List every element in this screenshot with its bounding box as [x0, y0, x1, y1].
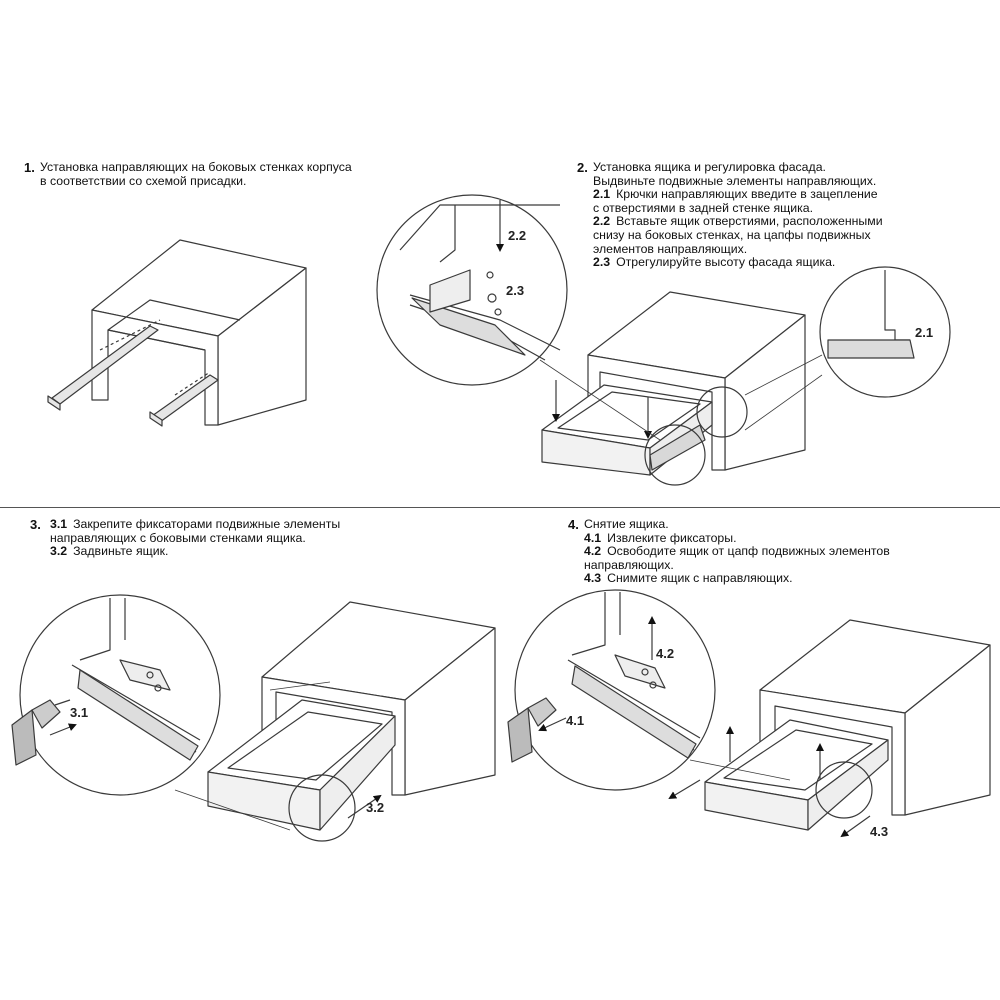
substep-2-3-code: 2.3 [593, 255, 611, 270]
callout-4-2: 4.2 [656, 646, 674, 661]
cabinet-2-illustration [587, 291, 806, 471]
step-2-line-1: Установка ящика и регулировка фасада. [593, 160, 826, 174]
substep-2-2-line-2: снизу на боковых стенках, на цапфы подви… [593, 227, 871, 242]
step-1-line-2: в соответствии со схемой присадки. [40, 173, 247, 188]
substep-4-3-code: 4.3 [584, 571, 602, 586]
leader-lines-2 [539, 354, 823, 441]
detail-circle-2-front [819, 266, 951, 398]
detail-circle-3-lock [11, 594, 221, 796]
detail-circle-2-hooks [376, 194, 568, 386]
substep-4-2-code: 4.2 [584, 544, 602, 559]
step-4-number: 4. [568, 517, 579, 532]
step-4-line-1: Снятие ящика. [584, 517, 669, 531]
step-3-number: 3. [30, 517, 41, 532]
substep-2-1-code: 2.1 [593, 187, 611, 202]
substep-3-1-line-2: направляющих с боковыми стенками ящика. [50, 530, 306, 545]
substep-4-1-code: 4.1 [584, 530, 602, 545]
cabinet-3-illustration [261, 601, 496, 796]
rail-right-1 [149, 371, 219, 427]
step-2-number: 2. [577, 160, 588, 175]
substep-3-2-code: 3.2 [50, 544, 68, 559]
callout-4-3: 4.3 [870, 824, 888, 839]
drawer-3 [174, 699, 396, 842]
rail-left-1 [47, 319, 161, 411]
substep-2-1-line-2: с отверстиями в задней стенке ящика. [593, 200, 813, 215]
callout-4-1: 4.1 [566, 713, 584, 728]
step-1-number: 1. [24, 160, 35, 175]
callout-2-1: 2.1 [915, 325, 933, 340]
drawer-4 [668, 719, 889, 838]
substep-3-1-code: 3.1 [50, 517, 68, 531]
substep-2-2-code: 2.2 [593, 214, 611, 229]
step-1-line-1: Установка направляющих на боковых стенка… [40, 160, 352, 174]
substep-2-2-line-3: элементов направляющих. [593, 241, 748, 256]
substep-4-2-line-2: направляющих. [584, 557, 674, 572]
detail-circle-4-unlock [507, 589, 716, 791]
section-divider [0, 507, 1000, 508]
cabinet-4-illustration [759, 619, 991, 816]
callout-3-2: 3.2 [366, 800, 384, 815]
cabinet-1-illustration [91, 239, 307, 426]
step-2-line-2: Выдвиньте подвижные элементы направляющи… [593, 173, 877, 188]
drawer-2 [541, 380, 748, 486]
callout-2-2: 2.2 [508, 228, 526, 243]
callout-3-1: 3.1 [70, 705, 88, 720]
callout-2-3: 2.3 [506, 283, 524, 298]
